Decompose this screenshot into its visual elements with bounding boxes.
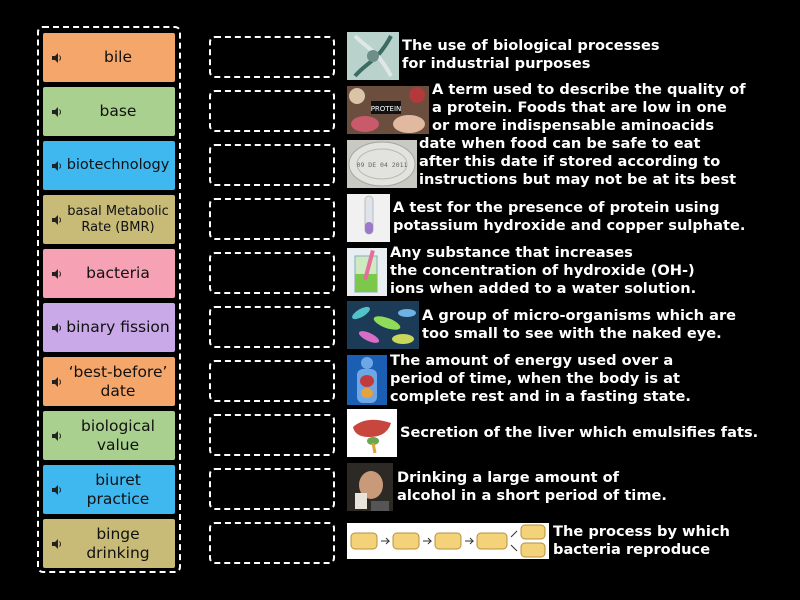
term-label: basal Metabolic Rate (BMR): [67, 203, 169, 235]
drop-slot[interactable]: [209, 252, 335, 294]
term-tray: [37, 26, 181, 573]
speaker-icon[interactable]: [51, 214, 63, 226]
drop-slot[interactable]: [209, 198, 335, 240]
speaker-icon[interactable]: [51, 160, 63, 172]
definition-text: Any substance that increases the concent…: [390, 244, 697, 297]
term-label: bile: [104, 48, 132, 66]
definition-text: Drinking a large amount of alcohol in a …: [397, 469, 667, 504]
binary-fission-image: [347, 523, 549, 559]
definition-text: A group of micro-organisms which are too…: [422, 307, 737, 342]
liver-image: [347, 409, 397, 457]
test-tube-image: [347, 194, 390, 242]
body-organs-image: [347, 355, 387, 405]
term-label: biological value: [81, 416, 155, 454]
definition-text: A term used to describe the quality of a…: [432, 81, 746, 134]
drop-slot[interactable]: [209, 468, 335, 510]
term-tile-best-before[interactable]: ‘best-before’ date: [43, 357, 175, 406]
term-tile-bacteria[interactable]: bacteria: [43, 249, 175, 298]
term-tile-base[interactable]: base: [43, 87, 175, 136]
speaker-icon[interactable]: [51, 538, 63, 550]
drop-slot[interactable]: [209, 360, 335, 402]
term-tile-binge-drinking[interactable]: binge drinking: [43, 519, 175, 568]
date-stamp-text: 09 DE 04 2011: [357, 161, 408, 169]
term-tile-bile[interactable]: bile: [43, 33, 175, 82]
term-label: base: [99, 102, 137, 120]
beaker-image: [347, 248, 387, 296]
definition-text: A test for the presence of protein using…: [393, 199, 746, 234]
term-label: biuret practice: [86, 470, 150, 508]
term-label: ‘best-before’ date: [68, 362, 168, 400]
speaker-icon[interactable]: [51, 268, 63, 280]
speaker-icon[interactable]: [51, 106, 63, 118]
speaker-icon[interactable]: [51, 322, 63, 334]
term-label: biotechnology: [66, 157, 170, 173]
protein-foods-image: PROTEIN: [347, 86, 429, 134]
drinking-image: [347, 463, 393, 511]
term-label: bacteria: [86, 264, 150, 282]
drop-slot[interactable]: [209, 414, 335, 456]
drop-slot[interactable]: [209, 144, 335, 186]
speaker-icon[interactable]: [51, 376, 63, 388]
definition-text: The amount of energy used over a period …: [390, 352, 691, 405]
term-tile-binary-fission[interactable]: binary fission: [43, 303, 175, 352]
drop-slot[interactable]: [209, 90, 335, 132]
definition-text: The process by which bacteria reproduce: [553, 523, 730, 558]
svg-text:PROTEIN: PROTEIN: [371, 105, 402, 113]
bacteria-image: [347, 301, 419, 349]
speaker-icon[interactable]: [51, 52, 63, 64]
term-label: binary fission: [66, 318, 170, 336]
speaker-icon[interactable]: [51, 484, 63, 496]
drop-slot[interactable]: [209, 306, 335, 348]
definition-text: Secretion of the liver which emulsifies …: [400, 424, 759, 441]
definition-text: The use of biological processes for indu…: [402, 37, 660, 72]
term-tile-biological-value[interactable]: biological value: [43, 411, 175, 460]
term-label: binge drinking: [86, 524, 150, 562]
speaker-icon[interactable]: [51, 430, 63, 442]
dna-image: [347, 32, 399, 80]
definition-text: date when food can be safe to eat after …: [419, 135, 737, 188]
term-tile-bmr[interactable]: basal Metabolic Rate (BMR): [43, 195, 175, 244]
term-tile-biuret[interactable]: biuret practice: [43, 465, 175, 514]
date-stamp-image: 09 DE 04 2011: [347, 140, 417, 188]
drop-slot[interactable]: [209, 36, 335, 78]
drop-slot[interactable]: [209, 522, 335, 564]
term-tile-biotechnology[interactable]: biotechnology: [43, 141, 175, 190]
